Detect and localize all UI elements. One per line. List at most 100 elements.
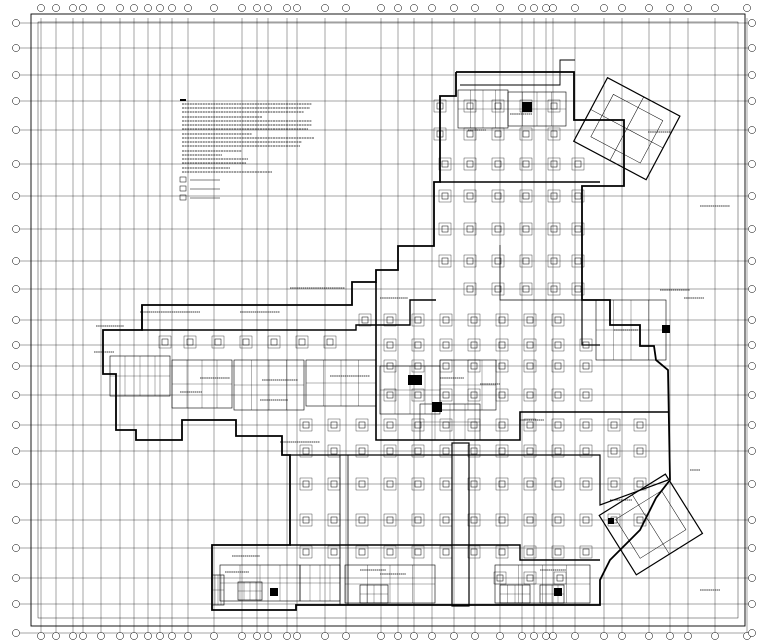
- column-square-icon: [327, 513, 341, 527]
- circle-icon: [450, 632, 458, 640]
- circle-icon: [748, 600, 756, 608]
- column-square-icon: [491, 222, 505, 236]
- circle-icon: [748, 19, 756, 27]
- column-square-icon: [491, 189, 505, 203]
- circle-icon: [377, 4, 385, 12]
- column-square-icon: [579, 444, 593, 458]
- column-square-icon: [523, 513, 537, 527]
- title-block: [683, 595, 743, 605]
- circle-icon: [168, 4, 176, 12]
- column-square-icon: [519, 157, 533, 171]
- circle-icon: [748, 192, 756, 200]
- circle-icon: [450, 4, 458, 12]
- shaft-fill: [608, 518, 614, 524]
- column-square-icon: [355, 444, 369, 458]
- column-square-icon: [523, 338, 537, 352]
- column-square-icon: [523, 313, 537, 327]
- circle-icon: [342, 632, 350, 640]
- column-square-icon: [463, 254, 477, 268]
- circle-icon: [549, 632, 557, 640]
- column-square-icon: [411, 444, 425, 458]
- shaft-fill: [662, 325, 670, 333]
- circle-icon: [748, 629, 756, 637]
- column-square-icon: [355, 513, 369, 527]
- column-square-icon: [355, 418, 369, 432]
- circle-icon: [496, 632, 504, 640]
- circle-icon: [156, 4, 164, 12]
- shaft-fill: [270, 588, 278, 596]
- circle-icon: [184, 632, 192, 640]
- tower-block: [572, 76, 681, 181]
- circle-icon: [571, 4, 579, 12]
- column-square-icon: [523, 388, 537, 402]
- column-square-icon: [579, 477, 593, 491]
- plan-annotations: [94, 84, 730, 591]
- circle-icon: [748, 447, 756, 455]
- circle-icon: [12, 126, 20, 134]
- circle-icon: [542, 632, 550, 640]
- circle-icon: [711, 4, 719, 12]
- column-square-icon: [551, 545, 565, 559]
- circle-icon: [518, 632, 526, 640]
- column-square-icon: [495, 418, 509, 432]
- circle-icon: [12, 447, 20, 455]
- wall-segment: [460, 59, 575, 86]
- column-square-icon: [571, 157, 585, 171]
- column-square-icon: [383, 545, 397, 559]
- column-square-icon: [355, 545, 369, 559]
- circle-icon: [321, 632, 329, 640]
- column-square-icon: [551, 513, 565, 527]
- circle-icon: [394, 632, 402, 640]
- circle-icon: [645, 632, 653, 640]
- column-square-icon: [495, 513, 509, 527]
- circle-icon: [79, 632, 87, 640]
- circle-icon: [748, 160, 756, 168]
- column-square-icon: [523, 444, 537, 458]
- circle-icon: [471, 4, 479, 12]
- column-square-icon: [439, 545, 453, 559]
- column-square-icon: [463, 157, 477, 171]
- wall-segment: [290, 544, 600, 561]
- legend-symbol: [179, 194, 187, 201]
- column-square-icon: [383, 513, 397, 527]
- circle-icon: [12, 421, 20, 429]
- notes-heading-mark: [180, 99, 186, 101]
- column-square-icon: [519, 282, 533, 296]
- column-square-icon: [383, 338, 397, 352]
- legend-symbol: [179, 185, 187, 192]
- column-square-icon: [519, 254, 533, 268]
- column-square-icon: [411, 477, 425, 491]
- circle-icon: [184, 4, 192, 12]
- column-square-icon: [547, 189, 561, 203]
- column-square-icon: [633, 444, 647, 458]
- circle-icon: [283, 4, 291, 12]
- circle-icon: [743, 4, 751, 12]
- circle-icon: [52, 632, 60, 640]
- column-square-icon: [633, 418, 647, 432]
- circle-icon: [12, 44, 20, 52]
- column-square-icon: [463, 282, 477, 296]
- wall-segment: [141, 299, 436, 331]
- column-square-icon: [299, 477, 313, 491]
- shaft-fill: [522, 102, 532, 112]
- column-square-icon: [491, 282, 505, 296]
- circle-icon: [748, 516, 756, 524]
- column-square-icon: [571, 222, 585, 236]
- column-square-icon: [327, 444, 341, 458]
- column-square-icon: [495, 477, 509, 491]
- circle-icon: [684, 632, 692, 640]
- circle-icon: [168, 632, 176, 640]
- circle-icon: [748, 285, 756, 293]
- circle-icon: [37, 4, 45, 12]
- circle-icon: [748, 341, 756, 349]
- column-square-icon: [491, 157, 505, 171]
- circle-icon: [144, 632, 152, 640]
- column-square-icon: [495, 338, 509, 352]
- column-square-icon: [299, 418, 313, 432]
- circle-icon: [12, 544, 20, 552]
- column-square-icon: [467, 444, 481, 458]
- shaft-fill: [432, 402, 442, 412]
- circle-icon: [748, 44, 756, 52]
- circle-icon: [428, 4, 436, 12]
- circle-icon: [530, 632, 538, 640]
